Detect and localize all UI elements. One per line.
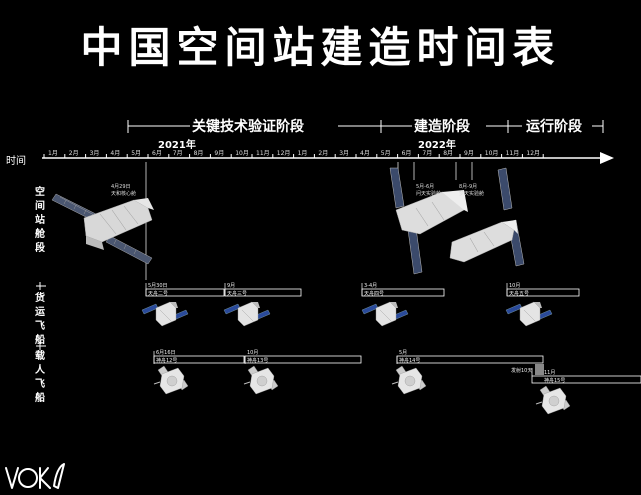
crew-date-2: 10月 [247, 350, 259, 356]
month-label: 3月 [339, 150, 350, 157]
month-label: 6月 [152, 150, 162, 157]
cargo-name-4: 天舟五号 [509, 291, 530, 297]
axis-label: 时间 [6, 156, 26, 167]
crew-ship-icon [243, 365, 279, 395]
cargo-name-1: 天舟二号 [148, 291, 169, 297]
month-label: 9月 [464, 150, 474, 157]
month-label: 4月 [110, 150, 121, 157]
month-label: 5月 [131, 150, 142, 157]
month-label: 11月 [256, 150, 270, 157]
month-label: 10月 [484, 150, 499, 157]
crew-ship-icon [391, 365, 427, 395]
crew-date-4: 11月 [544, 370, 556, 376]
month-label: 5月 [380, 150, 391, 157]
crew-duration-boxes [153, 355, 641, 384]
cargo-ship-icon [141, 301, 189, 327]
row-separators [36, 282, 46, 350]
row-label-crew: 载人飞船 [35, 351, 45, 404]
year-2021: 2021年 [158, 140, 196, 151]
month-label: 12月 [276, 150, 291, 157]
year-2022: 2022年 [418, 140, 456, 151]
crew-ship-graphics [153, 365, 571, 415]
phase-label-construction: 建造阶段 [414, 119, 470, 135]
cargo-duration-boxes [145, 288, 580, 297]
phase-brackets [127, 120, 604, 133]
station-event-wentian: 5月-6月问天实验舱 [416, 184, 442, 197]
core-module-graphic [51, 193, 154, 265]
logo-graphic [5, 463, 65, 489]
month-label: 6月 [401, 150, 412, 157]
month-label: 10月 [235, 150, 249, 157]
month-ticks [43, 154, 544, 158]
backup-marker [535, 364, 544, 375]
crew-date-1: 6月16日 [156, 350, 176, 356]
crew-ship-icon [535, 385, 571, 415]
row-label-station: 空间站舱段 [35, 187, 45, 254]
month-label: 7月 [172, 150, 183, 157]
crew-name-4: 神舟15号 [544, 378, 566, 384]
crew-name-2: 神舟13号 [247, 358, 269, 364]
month-label: 9月 [214, 150, 225, 157]
station-event-mengtian: 8月-9月梦天实验舱 [459, 184, 485, 197]
month-label: 11月 [505, 150, 520, 157]
month-label: 12月 [526, 150, 541, 157]
cargo-ship-icon [361, 301, 409, 327]
cargo-ship-graphics [141, 301, 553, 327]
station-event-core: 4月29日天和核心舱 [111, 184, 137, 197]
month-label: 8月 [193, 150, 204, 157]
month-label: 8月 [443, 150, 454, 157]
cargo-name-2: 天舟三号 [227, 291, 248, 297]
month-label: 7月 [422, 150, 433, 157]
time-axis [42, 152, 614, 164]
cargo-date-4: 10月 [509, 283, 521, 289]
crew-name-1: 神舟12号 [156, 358, 178, 364]
month-label: 2月 [68, 150, 79, 157]
cargo-ship-icon [223, 301, 271, 327]
cargo-ship-icon [505, 301, 553, 327]
cargo-name-3: 天舟四号 [364, 291, 385, 297]
month-label: 1月 [297, 150, 308, 157]
phase-label-operation: 运行阶段 [526, 119, 582, 135]
month-label: 4月 [360, 150, 370, 157]
crew-name-3: 神舟14号 [399, 358, 421, 364]
cargo-date-2: 9月 [227, 283, 236, 289]
month-label: 2月 [318, 150, 329, 157]
cargo-date-3: 3-4月 [364, 283, 378, 289]
page-title: 中国空间站建造时间表 [80, 23, 561, 72]
assembly-graphic [389, 167, 525, 275]
phase-label-verification: 关键技术验证阶段 [192, 119, 304, 135]
row-label-cargo: 货运飞船 [35, 293, 45, 346]
crew-ship-icon [153, 365, 189, 395]
cargo-date-1: 5月30日 [148, 283, 168, 289]
backup-label: 发射10天 [511, 368, 533, 374]
month-label: 3月 [89, 150, 100, 157]
crew-date-3: 5月 [399, 350, 408, 356]
month-label: 1月 [48, 150, 58, 157]
